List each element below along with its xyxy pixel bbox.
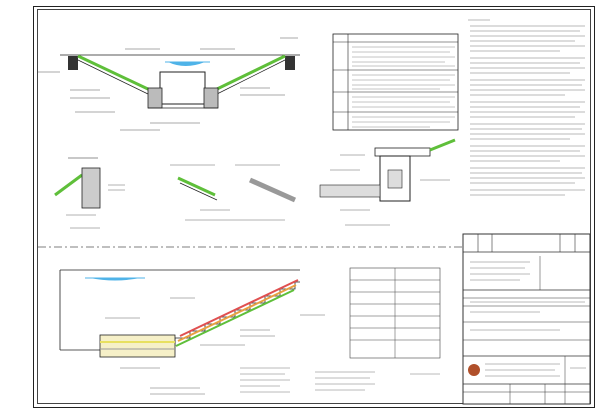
right-slope-green: [214, 54, 286, 92]
bottom-notes: [240, 367, 440, 393]
specification-table: [332, 33, 459, 131]
title-block: [462, 233, 591, 405]
left-slope-green: [77, 54, 151, 92]
detail-c: [319, 138, 456, 226]
center-channel-box: [159, 71, 206, 105]
outer-frame: [33, 6, 595, 408]
detail-a: [54, 157, 125, 229]
left-post: [68, 56, 78, 70]
channel-cross-section: [38, 37, 300, 131]
right-post: [285, 56, 295, 70]
general-notes: [468, 19, 585, 196]
longitudinal-section: [59, 269, 325, 395]
pool-water: [90, 278, 140, 281]
water-surface: [168, 62, 205, 66]
company-logo-icon: [468, 364, 480, 376]
inner-frame: [37, 9, 591, 404]
detail-b: [170, 164, 297, 221]
quantity-table: [349, 267, 441, 359]
